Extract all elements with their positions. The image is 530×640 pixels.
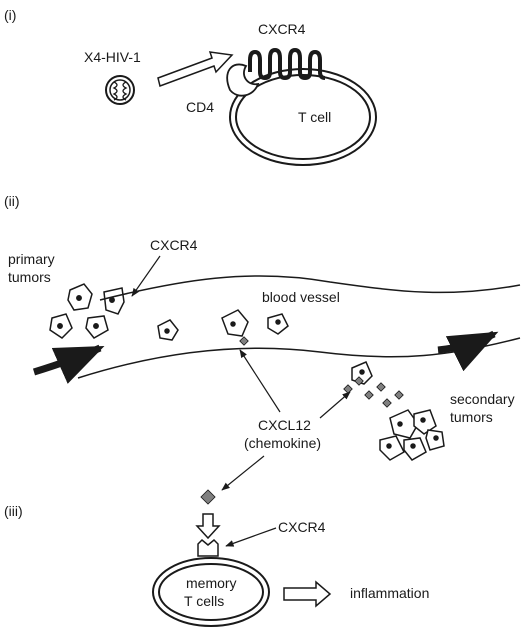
circulating-tumor-cells (157, 309, 373, 385)
chemokine-pointer-right (319, 391, 351, 419)
panel-iii-label: (iii) (4, 503, 23, 519)
cd4-label: CD4 (186, 99, 214, 115)
chemokine-pointer-up (239, 349, 281, 413)
memory-t-cell (152, 557, 270, 627)
cxcr4-receptor-iii (197, 538, 219, 557)
primary-tumor-cells (49, 283, 125, 339)
cxcr4-receptor (248, 47, 326, 81)
chemokine-label-1: CXCL12 (258, 417, 311, 433)
secondary-tumor-cells (379, 409, 445, 461)
cxcl12-ligand (200, 489, 216, 505)
hiv-virus-icon (105, 75, 135, 105)
cxcl12-molecules (239, 336, 404, 408)
flow-arrow-out (437, 330, 499, 372)
chemokine-pointer-down (221, 455, 265, 491)
vessel-upper-wall (99, 275, 521, 301)
flow-arrow-in (32, 344, 105, 384)
panel-i-label: (i) (4, 7, 16, 23)
tumor-cxcr4-label: CXCR4 (150, 237, 198, 253)
cd4-receptor (226, 63, 260, 97)
memory-cell-label-2: T cells (184, 593, 224, 609)
panel-ii-label: (ii) (4, 193, 20, 209)
chemokine-label-2: (chemokine) (244, 435, 321, 451)
secondary-tumors-label-1: secondary (450, 391, 515, 407)
vessel-lower-wall (77, 337, 521, 379)
cxcr4-pointer (131, 255, 161, 297)
outcome-arrow (283, 580, 332, 608)
secondary-tumors-label-2: tumors (450, 409, 493, 425)
inflammation-label: inflammation (350, 585, 429, 601)
cxcr4-pointer-iii (225, 527, 277, 547)
entry-arrow (157, 51, 234, 87)
blood-vessel-label: blood vessel (262, 289, 340, 305)
cxcr4-label-iii: CXCR4 (278, 519, 326, 535)
primary-tumors-label-2: tumors (8, 269, 51, 285)
virus-label: X4-HIV-1 (84, 49, 141, 65)
t-cell-label: T cell (298, 109, 331, 125)
cxcr4-label: CXCR4 (258, 21, 306, 37)
memory-cell-label-1: memory (186, 575, 237, 591)
t-cell (229, 68, 377, 166)
binding-arrow (195, 513, 221, 540)
primary-tumors-label-1: primary (8, 251, 55, 267)
